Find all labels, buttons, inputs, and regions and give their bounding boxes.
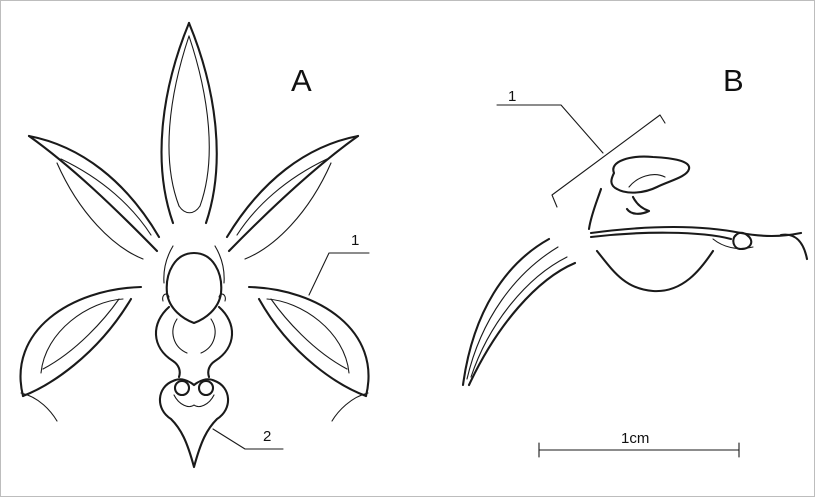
left-upper-petal — [29, 136, 159, 259]
callout-a1-label: 1 — [351, 233, 359, 248]
scale-bar-label: 1cm — [621, 431, 649, 446]
flower-side-view — [463, 105, 807, 457]
right-upper-petal — [227, 136, 358, 259]
panel-b-label: B — [723, 65, 744, 96]
side-column-anther — [589, 157, 689, 229]
callout-line-a1 — [309, 253, 369, 295]
callout-line-a2 — [213, 429, 283, 449]
callout-b1-label: 1 — [508, 89, 516, 104]
column — [163, 246, 226, 323]
dorsal-sepal — [162, 23, 217, 223]
flower-front-view — [21, 23, 369, 467]
callout-a2-label: 2 — [263, 429, 271, 444]
right-lateral-sepal — [249, 287, 369, 421]
panel-a-label: A — [291, 65, 312, 96]
lip-labellum — [156, 307, 232, 467]
pedicel-ovary — [463, 239, 575, 385]
side-lip — [591, 227, 807, 291]
left-lateral-sepal — [21, 287, 141, 421]
